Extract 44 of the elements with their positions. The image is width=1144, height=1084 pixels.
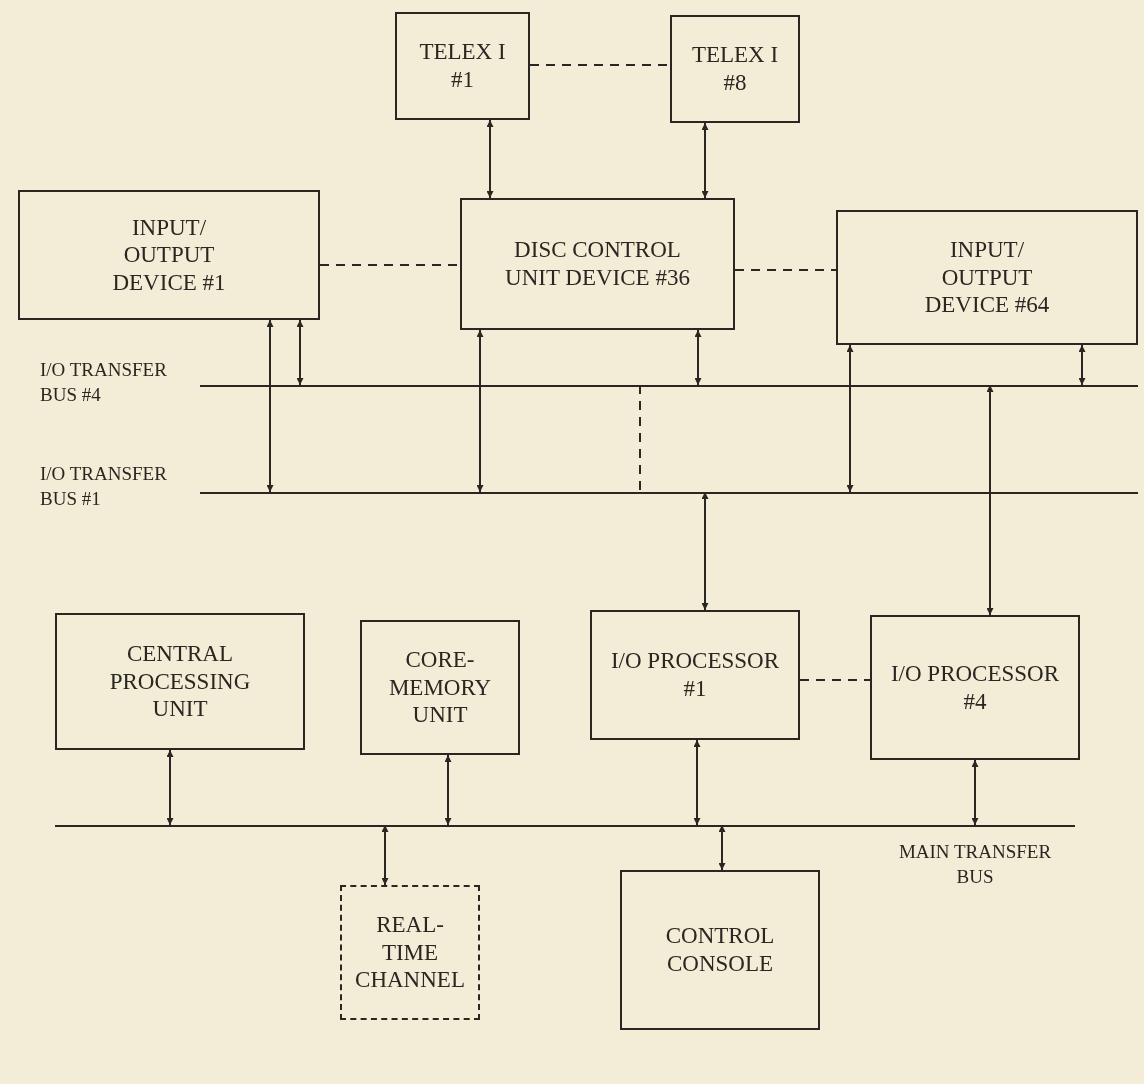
box-label: CORE- MEMORY UNIT — [387, 646, 493, 729]
arrow — [166, 749, 174, 826]
box-label: I/O PROCESSOR #4 — [889, 659, 1061, 716]
dashed-box — [340, 885, 480, 1020]
arrow — [486, 119, 494, 199]
box-label: INPUT/ OUTPUT DEVICE #64 — [923, 236, 1051, 319]
arrow — [476, 329, 484, 493]
arrow — [718, 824, 726, 871]
arrow — [266, 319, 274, 493]
unit-box — [55, 613, 305, 750]
unit-box — [18, 190, 320, 320]
bus-label: I/O TRANSFER BUS #1 — [40, 462, 168, 511]
dashed-connector — [734, 269, 837, 271]
unit-box — [360, 620, 520, 755]
arrow — [1078, 344, 1086, 386]
unit-box — [870, 615, 1080, 760]
box-label: CONTROL CONSOLE — [664, 922, 776, 978]
unit-box — [395, 12, 530, 120]
bus-label: I/O TRANSFER BUS #4 — [40, 358, 168, 407]
arrow — [296, 319, 304, 386]
box-label: I/O PROCESSOR #1 — [609, 647, 781, 703]
box-label: CENTRAL PROCESSING UNIT — [108, 640, 252, 723]
box-label: TELEX I #8 — [690, 41, 780, 97]
unit-box — [460, 198, 735, 330]
box-label: TELEX I #1 — [418, 38, 507, 94]
arrow — [444, 754, 452, 826]
arrow — [694, 329, 702, 386]
arrow — [971, 759, 979, 826]
unit-box — [670, 15, 800, 123]
arrow — [701, 491, 709, 611]
unit-box — [620, 870, 820, 1030]
arrow — [693, 739, 701, 826]
bus-label: MAIN TRANSFER BUS — [897, 840, 1053, 889]
unit-box — [590, 610, 800, 740]
box-label: INPUT/ OUTPUT DEVICE #1 — [111, 213, 227, 297]
arrow — [381, 824, 389, 886]
unit-box — [836, 210, 1138, 345]
dashed-connector — [799, 679, 871, 681]
arrow — [986, 384, 994, 616]
arrow — [701, 122, 709, 199]
box-label: REAL- TIME CHANNEL — [354, 911, 466, 994]
arrow — [846, 344, 854, 493]
box-label: DISC CONTROL UNIT DEVICE #36 — [504, 236, 691, 292]
dashed-connector — [639, 384, 641, 493]
